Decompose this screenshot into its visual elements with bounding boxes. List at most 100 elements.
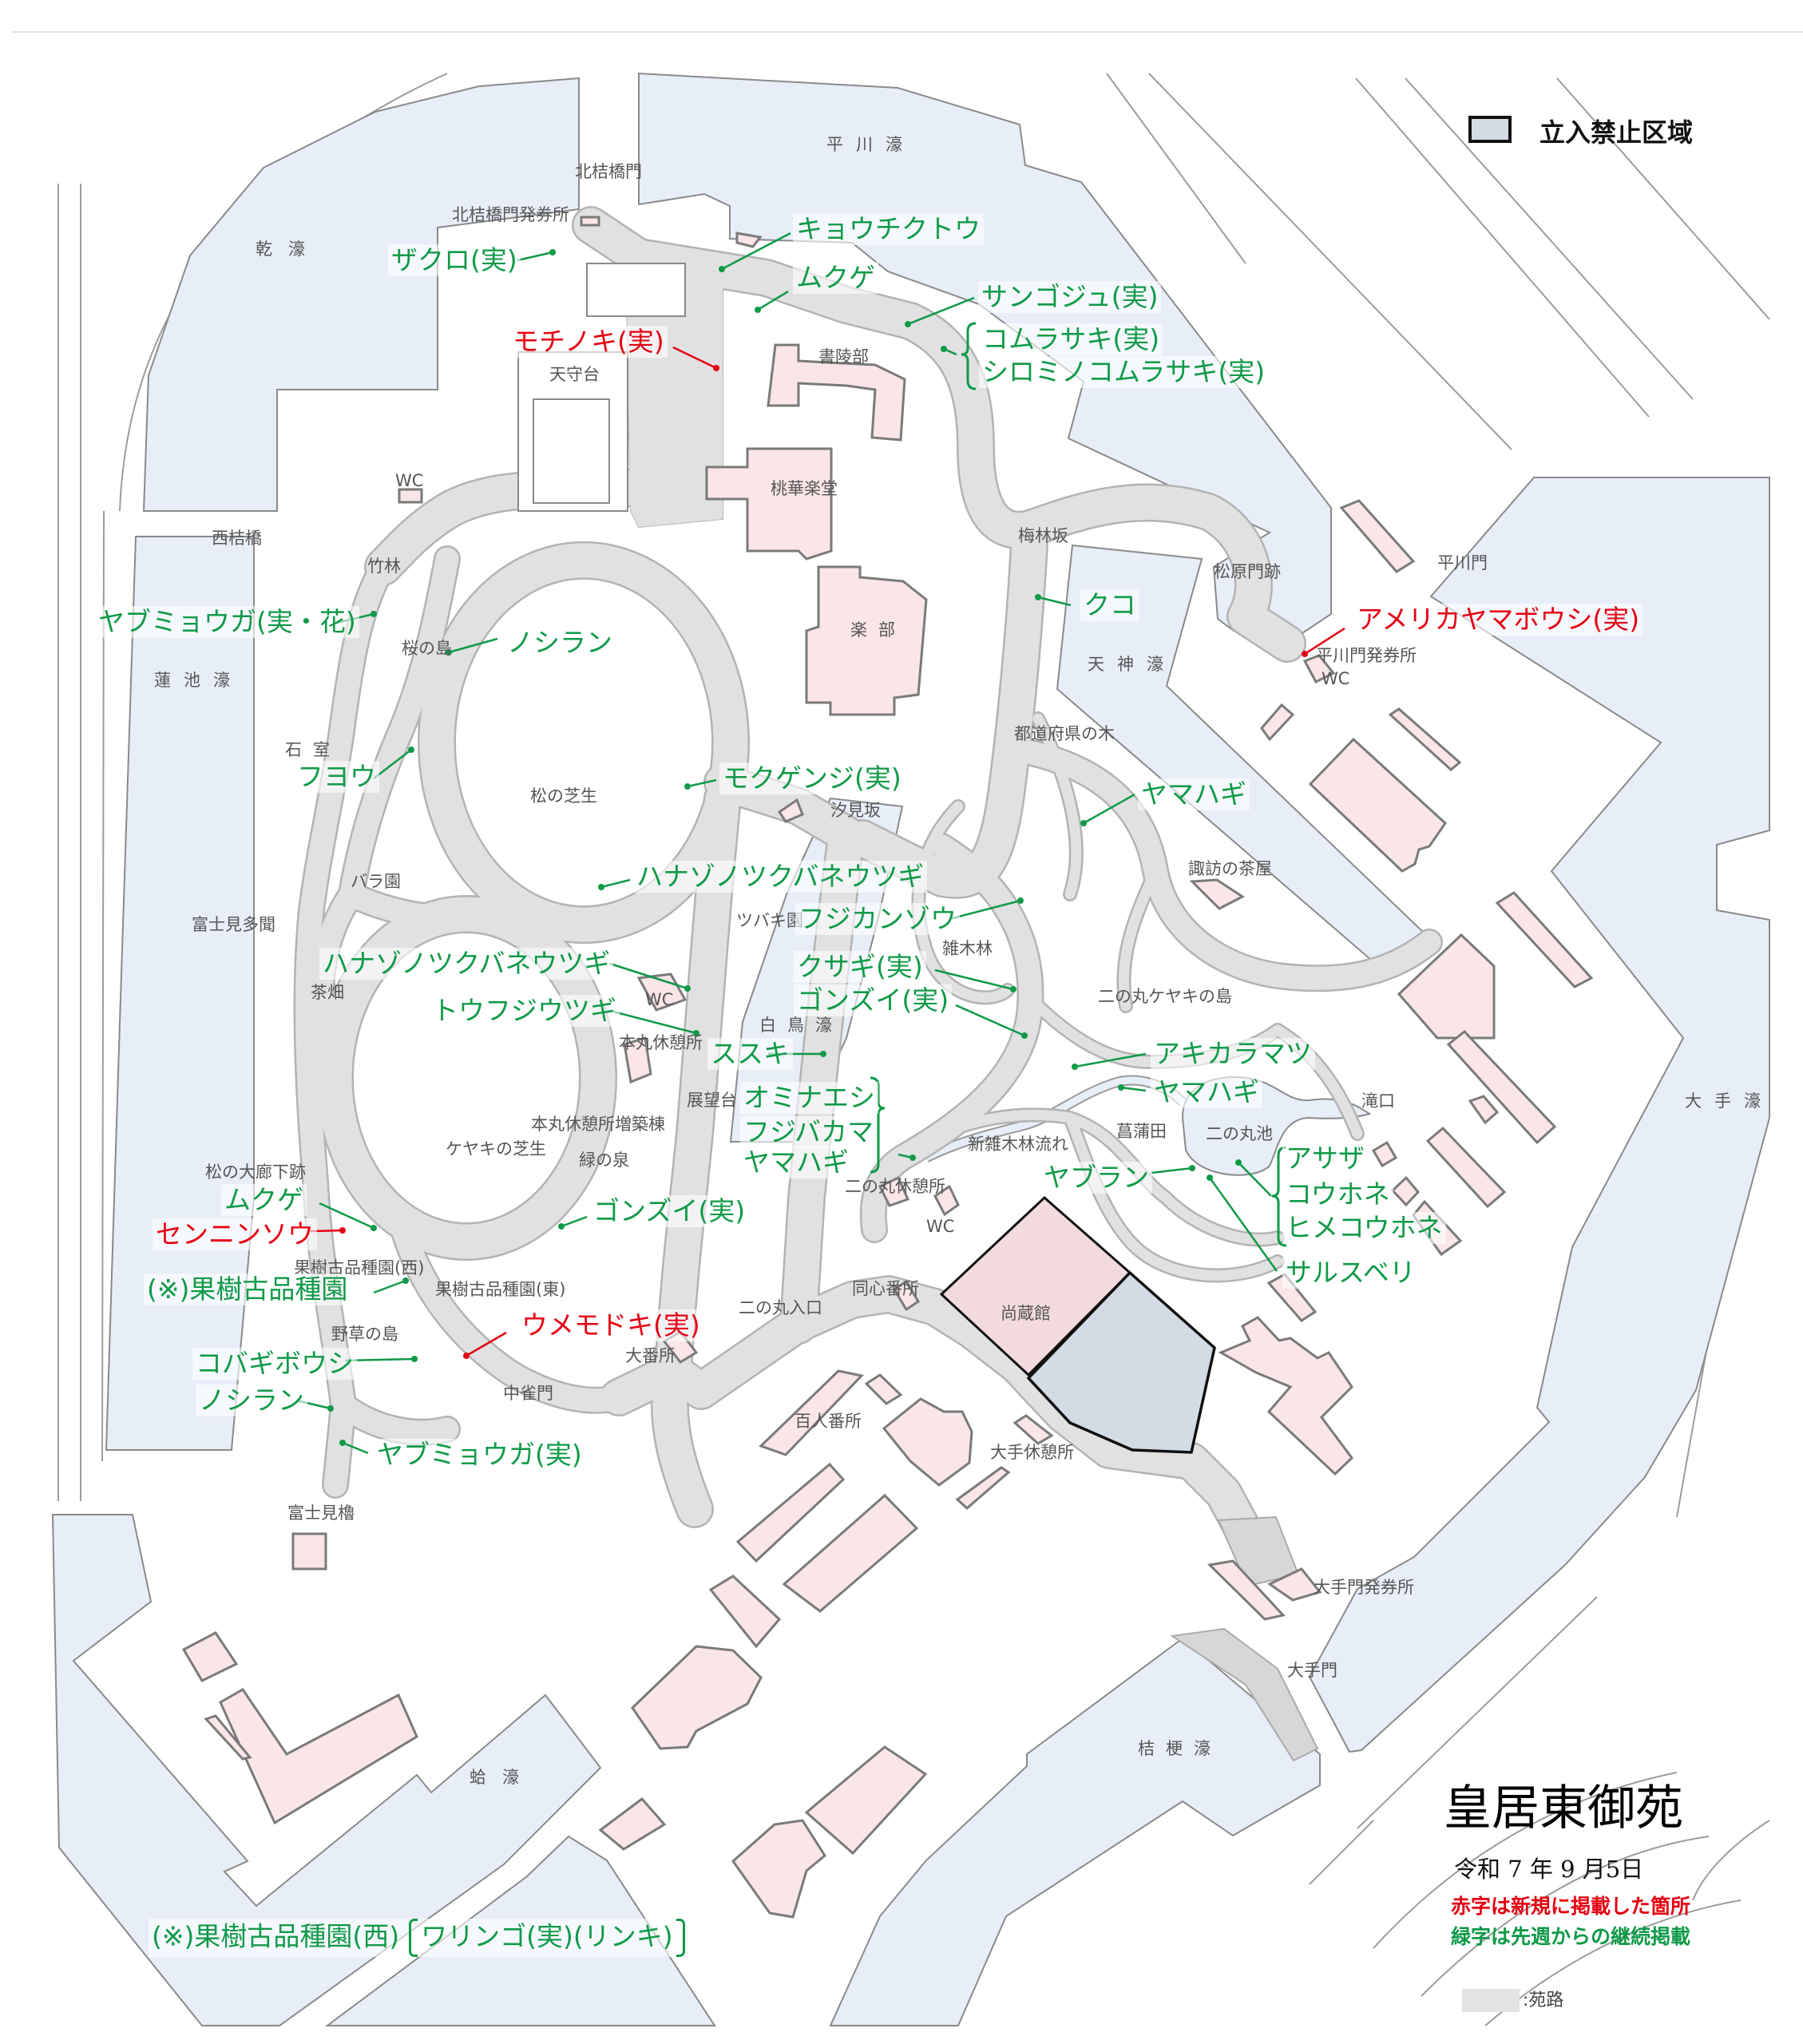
moat-kikyo <box>829 1637 1321 2026</box>
plant-label-kusagi: クサギ(実) <box>794 951 926 983</box>
plant-label-zakuro: ザクロ(実) <box>388 244 521 276</box>
place-takiguchi: 滝口 <box>1361 1091 1395 1111</box>
plant-label-ominaeshi: オミナエシ <box>740 1082 878 1114</box>
map-title: 皇居東御苑 <box>1444 1781 1683 1836</box>
place-matsu-lawn: 松の芝生 <box>530 786 597 806</box>
place-ninomaru-pond: 二の丸池 <box>1206 1124 1273 1143</box>
place-tea-field: 茶畑 <box>311 983 344 1002</box>
moat-hamaguri <box>51 1514 602 2026</box>
place-hyakunin-bansho: 百人番所 <box>795 1412 862 1431</box>
place-honmaru-rest-house: 本丸休憩所 <box>619 1033 703 1052</box>
place-tenjin-moat: 天神濠 <box>1088 655 1176 674</box>
place-observatory: 展望台 <box>687 1091 737 1110</box>
place-wc-north: WC <box>395 471 424 490</box>
page-top-rule <box>11 31 1803 33</box>
place-prefecture-trees: 都道府県の木 <box>1014 724 1115 743</box>
plant-label-komurasaki: コムラサキ(実) <box>979 323 1163 355</box>
place-wc-ninomaru: WC <box>926 1217 955 1236</box>
bracket-open-icon <box>409 1919 418 1957</box>
plant-label-yabumyoga-north: ヤブミョウガ(実・花) <box>95 606 359 638</box>
building-doshin-bansho <box>892 1279 921 1312</box>
place-keyaki-lawn: ケヤキの芝生 <box>446 1139 546 1159</box>
map-date: 令和 7 年 9 月5日 <box>1454 1856 1644 1883</box>
place-shoryobu: 書陵部 <box>818 347 869 366</box>
brace-komurasaki-group <box>961 322 977 390</box>
place-hasuike-moat: 蓮池濠 <box>154 671 243 690</box>
plant-label-kyochikuto: キョウチクトウ <box>793 213 984 245</box>
footnote-label: (※)果樹古品種園(西) <box>152 1920 400 1952</box>
plant-label-kohone: コウホネ <box>1282 1178 1393 1210</box>
structures <box>517 263 686 512</box>
place-ishimuro: 石室 <box>285 740 341 759</box>
bracket-close-icon <box>676 1919 685 1957</box>
place-hirakawa-moat: 平川濠 <box>826 135 915 154</box>
restricted-area <box>1026 1270 1216 1454</box>
plant-label-noshiran-south: ノシラン <box>196 1384 307 1416</box>
place-ninomaru-rest-house: 二の丸休憩所 <box>845 1177 945 1196</box>
plant-label-american-yamaboshi: アメリカヤマボウシ(実) <box>1353 604 1643 636</box>
plant-label-yamahagi-2: ヤマハギ <box>1151 1076 1262 1108</box>
place-shozokan: 尚蔵館 <box>1001 1304 1051 1323</box>
place-ote-moat: 大手濠 <box>1685 1091 1773 1111</box>
place-tsubaki-garden: ツバキ園 <box>736 911 803 930</box>
plant-label-mukuge-south: ムクゲ <box>221 1184 307 1216</box>
building-ote-ticket <box>1267 1567 1322 1602</box>
note-red-new: 赤字は新規に掲載した箇所 <box>1451 1895 1691 1918</box>
place-rose-garden: バラ園 <box>351 872 401 891</box>
plant-label-kuko: クコ <box>1080 589 1139 621</box>
place-ote-ticket-office: 大手門発券所 <box>1314 1578 1414 1597</box>
place-ninomaru-keyaki-island: 二の丸ケヤキの島 <box>1098 987 1232 1006</box>
plant-label-gonzui-1: ゴンズイ(実) <box>794 984 953 1016</box>
place-ote-gate: 大手門 <box>1287 1661 1337 1680</box>
buildings <box>181 216 1594 1919</box>
plant-label-akikaramatsu: アキカラマツ <box>1151 1038 1315 1070</box>
garden-path-legend-label: :苑路 <box>1523 1991 1564 2010</box>
place-shiomizaka: 汐見坂 <box>830 801 881 820</box>
building-shoryobu <box>767 343 906 442</box>
place-shobuda: 菖蒲田 <box>1116 1122 1167 1141</box>
place-obansho: 大番所 <box>625 1346 676 1365</box>
plant-label-mochinoki: モチノキ(実) <box>509 326 668 358</box>
moat-inui <box>142 77 580 512</box>
place-zokibayashi: 雑木林 <box>942 939 993 958</box>
place-wc-honmaru: WC <box>645 990 674 1009</box>
plant-label-senninso: センニンソウ <box>153 1218 317 1250</box>
plant-label-sangoju: サンゴジュ(実) <box>978 281 1162 313</box>
plant-label-noshiran-north: ノシラン <box>504 627 616 659</box>
shozokan-area <box>939 1195 1216 1454</box>
place-fujimi-tamon: 富士見多聞 <box>192 915 275 934</box>
garden-path-swatch <box>1462 1989 1520 2012</box>
plant-label-fujikanzo: フジカンゾウ <box>795 903 960 935</box>
plant-label-mukuge-north: ムクゲ <box>793 262 878 294</box>
plant-label-hime-kohone: ヒメコウホネ <box>1282 1212 1446 1244</box>
plant-label-shiromi-komurasaki: シロミノコムラサキ(実) <box>979 356 1269 388</box>
place-tenshudai: 天守台 <box>549 365 600 384</box>
building-honmaru-rest <box>623 1036 652 1084</box>
place-kitahanebashi-ticket-office: 北桔橋門発券所 <box>452 205 569 224</box>
place-hirakawa-ticket-office: 平川門発券所 <box>1316 646 1417 665</box>
plant-label-yaburan: ヤブラン <box>1040 1162 1152 1194</box>
moat-ote <box>1308 477 1770 1753</box>
place-matsubara-gate-site: 松原門跡 <box>1214 562 1281 581</box>
plant-label-fujibakama: フジバカマ <box>740 1116 878 1148</box>
plant-label-hanazono-2: ハナゾノツクバネウツギ <box>319 948 614 980</box>
place-chujaku-gate: 中雀門 <box>503 1384 553 1403</box>
place-bairinzaka: 梅林坂 <box>1018 526 1068 545</box>
building-suwa-chaya <box>1189 878 1245 910</box>
place-ote-rest-house: 大手休憩所 <box>990 1443 1074 1462</box>
plant-label-yamahagi-1: ヤマハギ <box>1138 778 1250 810</box>
plant-label-fuyo: フヨウ <box>294 761 379 793</box>
building-ninomaru-rest <box>878 1175 910 1207</box>
plant-label-sarusuberi: サルスベリ <box>1282 1257 1419 1289</box>
plant-label-yabumyoga-south: ヤブミョウガ(実) <box>374 1439 585 1471</box>
place-midori-spring: 緑の泉 <box>579 1151 629 1170</box>
plant-label-gonzui-2: ゴンズイ(実) <box>590 1195 749 1227</box>
place-honmaru-rest-annex: 本丸休憩所増築棟 <box>531 1115 665 1134</box>
building-fujimi-yagura <box>291 1532 327 1571</box>
place-fujimi-yagura: 富士見櫓 <box>287 1503 355 1523</box>
place-new-zokibayashi-stream: 新雑木林流れ <box>968 1135 1068 1154</box>
building-tokagakudo <box>705 447 833 561</box>
place-inui-moat: 乾濠 <box>256 240 321 259</box>
garden-paths <box>307 225 1429 1762</box>
